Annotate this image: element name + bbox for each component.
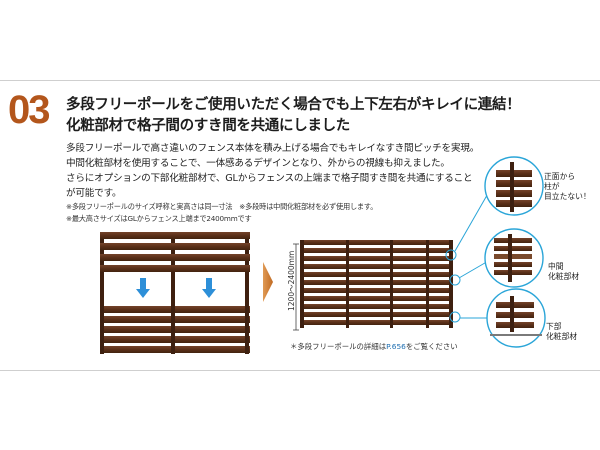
note-line-2: ※最大高さサイズはGLからフェンス上端まで2400mmです [66, 214, 252, 223]
bottom-divider [0, 370, 600, 371]
body-line-4: が可能です。 [66, 188, 122, 199]
callout-bottom-line-1: 下部 [546, 322, 562, 331]
down-arrow-right [202, 278, 216, 298]
callout-middle-label: 中間 化粧部材 [548, 262, 579, 282]
detail-note-suffix: をご覧ください [405, 342, 458, 351]
section-number: 03 [8, 88, 51, 132]
detail-circle-front [484, 156, 544, 216]
next-arrow-icon [263, 262, 273, 302]
callout-front-line-1: 正面から [544, 172, 576, 181]
callout-middle-line-1: 中間 [548, 262, 564, 271]
body-line-1: 多段フリーポールで高さ違いのフェンス本体を積み上げる場合でもキレイなすき間ピッチ… [66, 143, 480, 154]
headline-line-2: 化粧部材で格子間のすき間を共通にしました [66, 118, 350, 134]
callout-front-line-2: 柱が [544, 182, 560, 191]
left-upper-panel [100, 232, 250, 331]
detail-circle-bottom [486, 288, 546, 348]
callout-front-line-3: 目立たない！ [544, 192, 591, 201]
detail-circle-middle [484, 228, 544, 288]
note-line-1: ※多段フリーポールのサイズ呼称と実高さは同一寸法 ※多段時は中間化粧部材を必ず使… [66, 202, 378, 211]
body-line-2: 中間化粧部材を使用することで、一体感あるデザインとなり、外からの視線も抑えました… [66, 158, 450, 169]
callout-front-label: 正面から 柱が 目立たない！ [544, 172, 591, 202]
down-arrow-left [136, 278, 150, 298]
callout-bottom-line-2: 化粧部材 [546, 332, 578, 341]
detail-note: ＊多段フリーポールの詳細はP.656をご覧ください [290, 342, 458, 352]
callout-markers [445, 189, 491, 323]
callout-middle-line-2: 化粧部材 [548, 272, 580, 281]
top-divider [0, 80, 600, 81]
height-dimension [293, 243, 299, 331]
height-range-label: 1200～2400mm [287, 250, 296, 311]
detail-note-prefix: ＊多段フリーポールの詳細は [290, 342, 387, 351]
detail-note-page-link[interactable]: P.656 [386, 342, 406, 351]
headline-line-1: 多段フリーポールをご使用いただく場合でも上下左右がキレイに連結！ [66, 97, 521, 113]
callout-bottom-label: 下部 化粧部材 [546, 322, 577, 342]
body-line-3: さらにオプションの下部化粧部材で、GLからフェンスの上端まで格子間すき間を共通に… [66, 173, 473, 184]
right-combined-fence [300, 240, 453, 328]
left-lower-panel [100, 306, 250, 354]
